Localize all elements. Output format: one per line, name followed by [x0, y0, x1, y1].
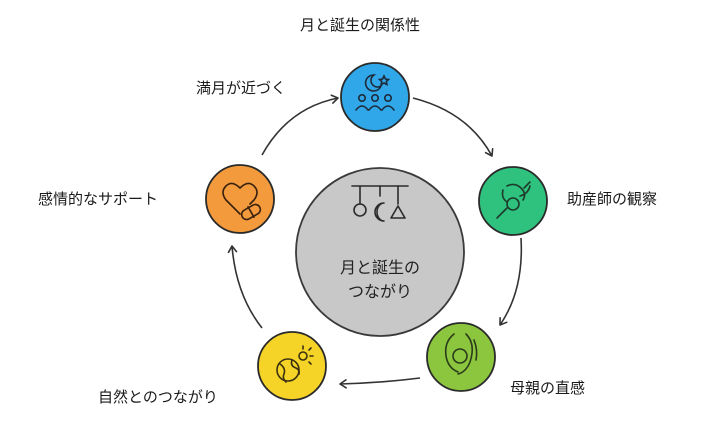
- center-node: [295, 167, 465, 337]
- pregnant-icon: [444, 333, 478, 375]
- arrow-mother-to-nature: [339, 377, 421, 389]
- node-midwife: [478, 166, 548, 236]
- label-mother: 母親の直感: [510, 379, 586, 397]
- center-label-line1: 月と誕生の: [339, 258, 420, 277]
- center-label: 月と誕生の つながり: [300, 256, 460, 304]
- heart-pill-icon: [222, 182, 262, 221]
- node-support: [205, 164, 275, 234]
- mobile-icon: [351, 185, 409, 222]
- globe-sun-icon: [276, 345, 314, 383]
- arrow-nature-to-support: [227, 245, 263, 329]
- node-nature: [257, 331, 327, 401]
- hand-observation-icon: [496, 181, 531, 219]
- node-mother: [426, 322, 496, 392]
- diagram-title: 月と誕生の関係性: [299, 16, 420, 34]
- arrow-support-to-moon: [261, 94, 339, 156]
- label-midwife: 助産師の観察: [567, 190, 658, 208]
- label-full-moon: 満月が近づく: [196, 79, 287, 97]
- arrow-moon-to-midwife: [412, 97, 494, 157]
- moon-people-icon: [355, 74, 395, 111]
- arrow-midwife-to-mother: [499, 237, 523, 326]
- node-full-moon: [340, 62, 410, 132]
- label-nature: 自然とのつながり: [98, 388, 218, 406]
- label-support: 感情的なサポート: [38, 190, 159, 208]
- center-label-line2: つながり: [347, 282, 412, 301]
